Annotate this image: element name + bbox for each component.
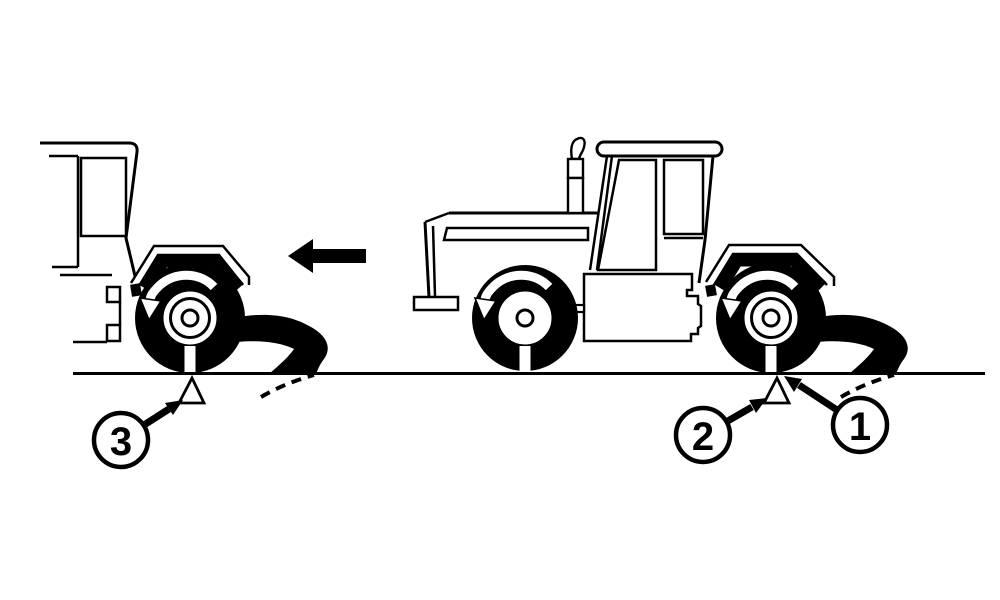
callout-3-arrowhead-icon (165, 400, 183, 415)
rear-hub-ring (750, 297, 792, 339)
rear-wheel-rotation-arrowhead-icon (719, 297, 744, 322)
callout-3: 3 (91, 400, 183, 470)
front-bumper (412, 295, 460, 312)
front-hub-center (515, 308, 535, 328)
left-rear-wheel (135, 263, 245, 374)
callout-2: 2 (673, 398, 767, 465)
cab-roof (595, 140, 724, 158)
exhaust-stack-icon (566, 136, 586, 215)
rear-wheel (716, 263, 826, 374)
rear-hub-center (761, 308, 781, 328)
direction-left-arrow-icon (288, 239, 366, 273)
rear-wheel-rotation-arrow-icon (726, 270, 799, 302)
hood-side-stripe (442, 226, 590, 242)
left-tire-alignment-notch (184, 346, 196, 374)
rear-residue-trace-dashed (839, 373, 896, 399)
callout-1-leader (797, 382, 839, 413)
callout-1-number: 1 (849, 405, 871, 449)
left-hitch-bracket (73, 285, 122, 344)
left-hub-ring (169, 297, 211, 339)
callout-2-leader (724, 403, 754, 426)
rear-tire-alignment-notch (765, 346, 777, 374)
callouts: 1 2 3 (91, 376, 890, 470)
rear-residue-stream (818, 314, 908, 374)
left-cab-rear-wall (52, 156, 80, 269)
callout-1: 1 (784, 376, 890, 455)
windshield-frame (588, 155, 614, 271)
front-wheel (472, 265, 578, 374)
left-hub-center (180, 308, 200, 328)
callout-3-circle (91, 410, 151, 470)
left-cab-roof (40, 141, 139, 277)
left-residue-stream (238, 314, 328, 374)
tractor-cab (588, 140, 724, 284)
left-cab-window (79, 156, 128, 238)
left-vehicle (40, 141, 328, 374)
rear-window (662, 158, 705, 236)
chassis-box (582, 272, 703, 343)
callout-2-arrowhead-icon (749, 398, 767, 413)
exhaust-tip (570, 136, 586, 161)
left-residue-trace-dashed (259, 373, 316, 399)
door-window (596, 158, 658, 272)
ground-marker-triangle-right (762, 376, 791, 405)
callout-2-number: 2 (692, 415, 714, 459)
front-wheel-rotation-arrow-icon (480, 270, 553, 302)
left-wheel-rotation-arrow-icon (145, 270, 218, 302)
front-tire-alignment-notch (519, 346, 531, 374)
callout-2-circle (673, 405, 733, 465)
ground-marker-triangle-left (177, 376, 206, 405)
callout-3-number: 3 (110, 420, 132, 464)
front-wheel-rotation-arrowhead-icon (473, 297, 498, 322)
callout-3-leader (142, 406, 171, 428)
callout-1-arrowhead-icon (784, 376, 802, 392)
left-wheel-rotation-arrowhead-icon (138, 297, 163, 322)
tractor (412, 136, 908, 374)
callout-1-circle (830, 395, 890, 455)
cab-rear-wall (697, 155, 715, 284)
